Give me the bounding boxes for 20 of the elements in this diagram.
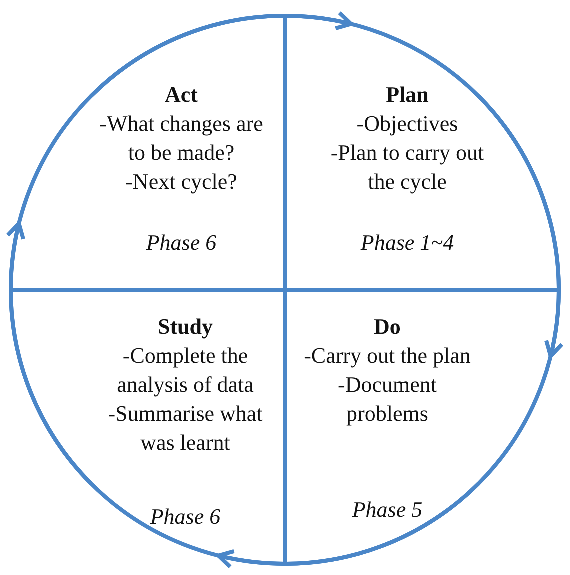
quadrant-heading: Do xyxy=(373,313,402,341)
bullet-text: -Summarise what was learnt xyxy=(107,400,264,457)
cycle-arrow xyxy=(216,482,480,568)
phase-label: Phase 6 xyxy=(145,229,218,257)
bullet-text: -Carry out the plan xyxy=(303,342,472,370)
quadrant-heading: Plan xyxy=(385,81,430,109)
bullet-text: -Document problems xyxy=(337,371,438,428)
bullet-text: -Complete the analysis of data xyxy=(116,342,255,399)
phase-label: Phase 1~4 xyxy=(360,229,456,257)
bullet-text: -Plan to carry out the cycle xyxy=(330,139,486,196)
bullet-text: -Next cycle? xyxy=(124,168,238,196)
bullet-text: -Objectives xyxy=(356,110,460,138)
quadrant-heading: Act xyxy=(164,81,199,109)
phase-label: Phase 6 xyxy=(149,503,222,531)
bullet-text: -What changes are to be made? xyxy=(98,110,264,167)
cycle-arrow xyxy=(6,222,93,486)
cycle-arrow xyxy=(477,94,564,358)
cycle-arrow xyxy=(90,12,354,98)
quadrant-heading: Study xyxy=(156,313,214,341)
phase-label: Phase 5 xyxy=(351,496,424,524)
